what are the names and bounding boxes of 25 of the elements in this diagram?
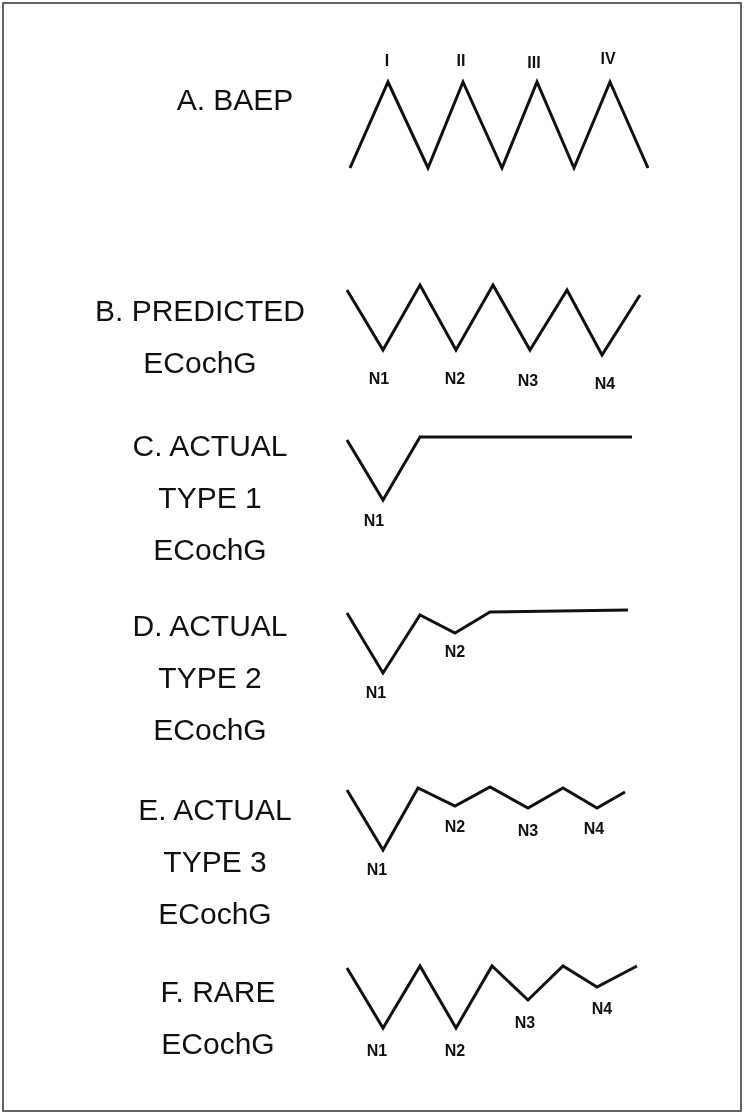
trace-title: E. ACTUAL TYPE 3 ECochG (137, 792, 293, 932)
peak-label: N3 (517, 822, 539, 840)
peak-label: N4 (591, 1000, 613, 1018)
peak-label: N2 (444, 643, 466, 661)
peak-label: N4 (594, 375, 616, 393)
trace-title: D. ACTUAL TYPE 2 ECochG (131, 608, 289, 748)
peak-label: II (456, 52, 466, 70)
peak-label: N3 (517, 372, 539, 390)
peak-label: N1 (368, 370, 390, 388)
peak-label: N1 (366, 861, 388, 879)
peak-label: N3 (514, 1014, 536, 1032)
peak-label: N2 (444, 1042, 466, 1060)
trace-title: A. BAEP (175, 82, 295, 118)
peak-label: N1 (366, 1042, 388, 1060)
peak-label: N4 (583, 820, 605, 838)
trace-title: B. PREDICTED ECochG (94, 293, 306, 381)
peak-label: N1 (363, 512, 385, 530)
trace-title: C. ACTUAL TYPE 1 ECochG (131, 428, 289, 568)
peak-label: N2 (444, 818, 466, 836)
peak-label: IV (600, 50, 616, 68)
trace-title: F. RARE ECochG (159, 974, 277, 1062)
peak-label: III (527, 54, 541, 72)
peak-label: N1 (365, 684, 387, 702)
peak-label: I (384, 52, 390, 70)
peak-label: N2 (444, 370, 466, 388)
